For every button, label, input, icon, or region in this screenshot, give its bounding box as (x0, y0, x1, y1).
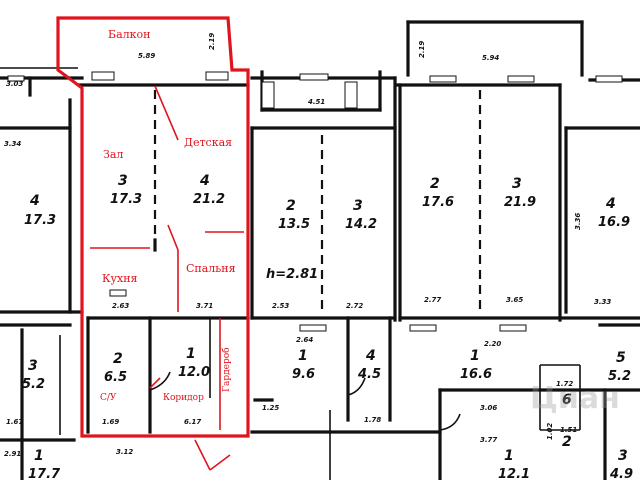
far-right-area: 16.9 (598, 215, 630, 230)
far-right-number: 4 (605, 196, 616, 212)
balcony-label: Балкон (108, 28, 150, 41)
far-right-low-area: 5.2 (608, 369, 631, 384)
far-right-width: 3.33 (594, 298, 611, 306)
misc-dim-2: 1.78 (364, 416, 381, 424)
bottom-left-area: 17.7 (28, 467, 61, 480)
right2-number: 3 (512, 176, 522, 192)
bedroom-width: 3.71 (196, 302, 213, 310)
bottom-mid-number: 1 (504, 448, 514, 464)
corridor-number: 1 (186, 346, 196, 362)
right-corridor-number: 1 (470, 348, 480, 364)
bath-width: 1.69 (102, 418, 119, 426)
room-numbers: 3 17.3 4 21.2 2 6.5 1 12.0 4 17.3 3 5.2 … (22, 173, 633, 480)
misc-dim-7: 2.20 (484, 340, 501, 348)
left-lower-area: 5.2 (22, 377, 45, 392)
kids-number: 4 (199, 173, 210, 189)
right-top-width: 5.94 (482, 54, 499, 62)
hall-area: 17.3 (110, 192, 142, 207)
left-apt-area: 17.3 (24, 213, 56, 228)
kitchen-label: Кухня (102, 272, 138, 285)
bottom-right-area: 4.9 (609, 467, 633, 480)
left-low-dim: 1.67 (6, 418, 23, 426)
far-right-low-number: 5 (616, 350, 626, 366)
dimension-labels: 5.89 2.19 2.63 3.71 1.69 6.17 4.51 h=2.8… (4, 33, 611, 458)
mid-corridor-area: 9.6 (292, 367, 315, 382)
misc-dim-4: 3.77 (480, 436, 497, 444)
mid-top-width: 4.51 (308, 98, 325, 106)
corridor-label: Коридор (163, 393, 204, 403)
bottom-left-number: 1 (34, 448, 44, 464)
left-lower-number: 3 (28, 358, 38, 374)
right-low-2: 3.65 (506, 296, 523, 304)
hall-number: 3 (118, 173, 128, 189)
mid2-number: 3 (353, 198, 363, 214)
balcony-side: 2.19 (208, 33, 216, 50)
corridor-width: 6.17 (184, 418, 201, 426)
mid-low-1: 2.53 (272, 302, 289, 310)
right1-number: 2 (430, 176, 440, 192)
misc-dim-8: 1.72 (556, 380, 573, 388)
window-marks (7, 71, 623, 332)
bathroom-label: С/У (100, 393, 117, 403)
small-room-a-number: 6 (562, 392, 572, 408)
misc-dim-6: 2.91 (4, 450, 21, 458)
corridor-area: 12.0 (178, 365, 210, 380)
hall-label: Зал (103, 148, 123, 161)
wardrobe-label: Гардероб (221, 347, 232, 392)
right-corridor-area: 16.6 (460, 367, 492, 382)
bottom-right-number: 3 (618, 448, 628, 464)
misc-dim-9: 1.51 (560, 426, 577, 434)
right2-area: 21.9 (504, 195, 536, 210)
mid-low-2: 2.72 (346, 302, 363, 310)
misc-dim-1: 1.25 (262, 404, 279, 412)
mid-bath-number: 4 (365, 348, 376, 364)
bath-number: 2 (113, 351, 123, 367)
room-labels: Балкон Зал Детская Кухня Спальня С/У Кор… (100, 28, 236, 403)
height-mark: h=2.81 (266, 267, 318, 282)
mid-bath-area: 4.5 (357, 367, 381, 382)
bottom-mid-area: 12.1 (498, 467, 530, 480)
mid-corridor-number: 1 (298, 348, 308, 364)
left-apt-number: 4 (29, 193, 40, 209)
right1-area: 17.6 (422, 195, 454, 210)
mid2-area: 14.2 (345, 217, 377, 232)
right-balcony-side: 2.19 (418, 41, 426, 58)
mid1-area: 13.5 (278, 217, 310, 232)
misc-dim-3: 3.06 (480, 404, 497, 412)
left-mid-dim: 3.34 (4, 140, 21, 148)
left-top-dim: 3.03 (6, 80, 23, 88)
bedroom-label: Спальня (186, 262, 236, 275)
mid1-number: 2 (286, 198, 296, 214)
small-room-b-number: 2 (562, 434, 572, 450)
watermark: Циан (530, 381, 620, 416)
misc-dim-5: 3.12 (116, 448, 133, 456)
kids-area: 21.2 (193, 192, 225, 207)
bath-area: 6.5 (104, 370, 127, 385)
highlighted-apartment (56, 16, 250, 471)
kitchen-width: 2.63 (112, 302, 129, 310)
misc-dim-10: 1.02 (546, 423, 554, 440)
far-right-top-dim: 3.36 (574, 213, 582, 230)
kids-room-label: Детская (184, 136, 232, 149)
right-low-1: 2.77 (424, 296, 441, 304)
building-walls (0, 20, 640, 480)
balcony-width: 5.89 (138, 52, 155, 60)
mid-low-3: 2.64 (296, 336, 313, 344)
